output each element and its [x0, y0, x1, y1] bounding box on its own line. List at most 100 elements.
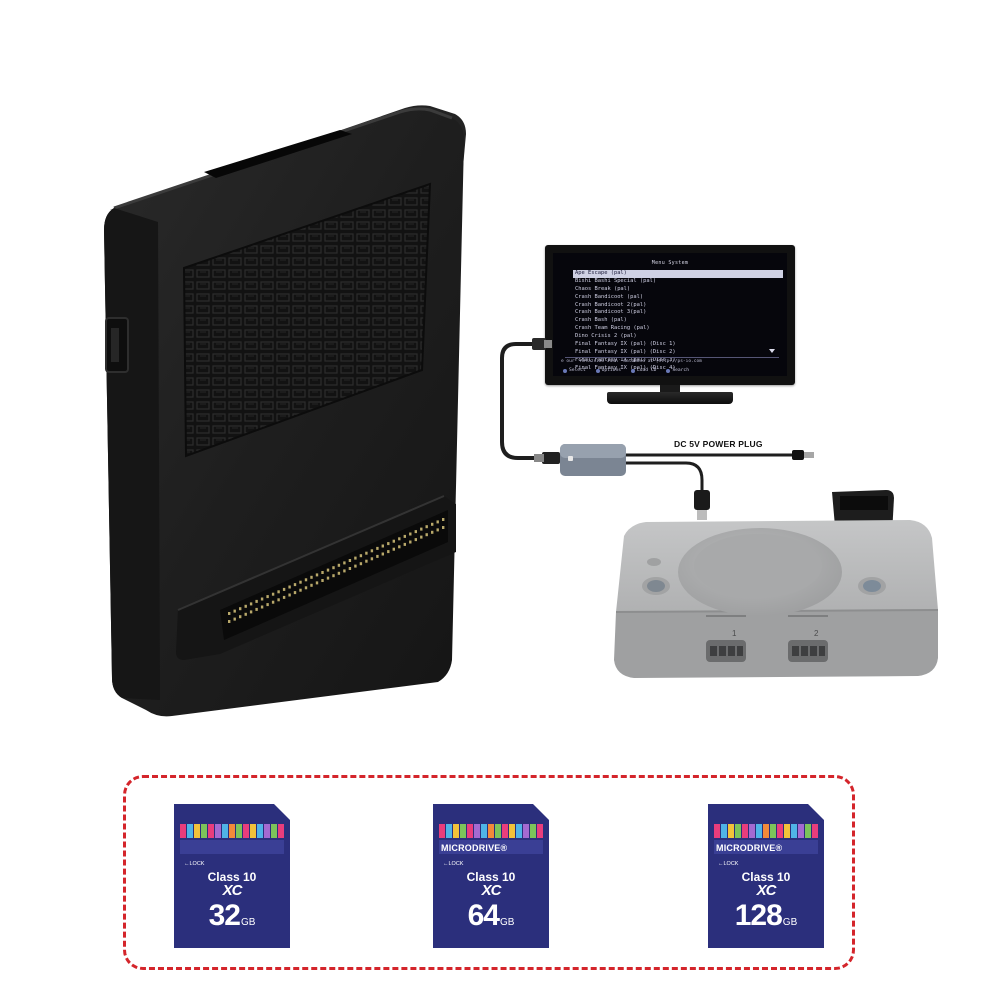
connector-pin	[348, 559, 352, 562]
control-select: Select	[563, 368, 586, 373]
sd-capacity: 128GB	[706, 899, 826, 933]
tv-stand-base	[607, 392, 733, 404]
connector-pin	[381, 552, 384, 556]
game-list-item[interactable]: Crash Bandicoot 2(pal)	[575, 301, 647, 308]
connector-pin	[370, 557, 374, 561]
game-list-item[interactable]: Ape Escape (pal)	[573, 270, 783, 278]
connector-pin	[343, 569, 346, 573]
port-2-label: 2	[814, 629, 819, 638]
connector-pin	[431, 530, 434, 534]
menu-title: Menu System	[651, 260, 689, 266]
tv-bezel: Menu System Ape Escape (pal) Bishi Bashi…	[545, 245, 795, 385]
sd-card-32gb[interactable]: ←LOCK Class 10 XC 32GB	[172, 802, 292, 950]
sd-lock-label: ←LOCK	[443, 861, 464, 867]
menu-controls: Select Options Load CD Search	[563, 368, 689, 373]
power-plug-label: DC 5V POWER PLUG	[674, 439, 763, 449]
connector-pin	[260, 605, 264, 609]
menu-footer-ticker: e our 'Anlazsian JIRA' database at [http…	[561, 359, 702, 364]
connector-pin	[277, 590, 280, 594]
sd-card-128gb[interactable]: MICRODRIVE® ←LOCK Class 10 XC 128GB	[706, 802, 826, 950]
connector-pin	[299, 588, 302, 592]
connector-pin	[233, 617, 236, 621]
connector-pin	[239, 615, 242, 619]
connector-pin	[233, 609, 236, 613]
control-load-cd: Load CD	[630, 368, 657, 373]
control-search: Search	[666, 368, 689, 373]
sd-class-label: Class 10	[466, 870, 516, 884]
connector-pin	[436, 528, 439, 532]
game-list-item[interactable]: Dino Crisis 2 (pal)	[575, 333, 637, 340]
connector-pin	[381, 544, 384, 548]
connector-pin	[326, 568, 330, 572]
connector-pin	[228, 612, 231, 615]
button-icon	[630, 368, 635, 373]
connector-pin	[277, 598, 280, 602]
connector-pin	[409, 532, 412, 536]
game-list-item[interactable]: Final Fantasy IX (pal) (Disc 1)	[575, 341, 676, 348]
connector-pin	[244, 604, 247, 608]
connector-pin	[288, 585, 291, 589]
game-list-item[interactable]: Final Fantasy IX (pal) (Disc 3)	[575, 356, 676, 363]
connector-pin	[299, 580, 302, 584]
connector-pin	[420, 535, 423, 539]
sd-class-label: Class 10	[741, 870, 791, 884]
connector-pin	[403, 534, 406, 538]
game-list-item[interactable]: Crash Team Racing (pal)	[575, 325, 650, 332]
connector-pin	[315, 581, 319, 585]
connector-pin	[271, 600, 275, 604]
connector-pin	[293, 591, 297, 595]
control-label: Options	[601, 368, 621, 373]
connector-pin	[398, 545, 401, 549]
sd-card-options-box: ←LOCK Class 10 XC 32GB MICRODRIVE® ←LOCK…	[123, 775, 855, 970]
sd-type-label: XC	[756, 882, 777, 899]
connector-pin	[321, 579, 324, 582]
control-label: Search	[672, 368, 689, 373]
game-list-item[interactable]: Bishi Bashi Special (pal)	[575, 277, 657, 284]
connector-pin	[392, 539, 395, 543]
sd-capacity-number: 32	[208, 899, 241, 932]
connector-pin	[260, 597, 264, 601]
game-list-item[interactable]: Crash Bash (pal)	[575, 317, 627, 324]
connector-pin	[365, 559, 368, 563]
connector-pin	[266, 603, 269, 607]
game-list-item[interactable]: Final Fantasy IX (pal) (Disc 2)	[575, 348, 676, 355]
connector-pin	[370, 549, 374, 553]
game-list-item[interactable]: Chaos Break (pal)	[575, 285, 631, 292]
connector-pin	[392, 547, 395, 551]
connector-pin	[249, 602, 253, 606]
tv-screen: Menu System Ape Escape (pal) Bishi Bashi…	[553, 253, 787, 376]
menu-divider	[565, 357, 779, 358]
connector-pin	[409, 540, 412, 544]
connector-pin	[425, 525, 428, 529]
connector-pin	[304, 586, 308, 590]
sd-card-shape	[708, 804, 824, 948]
game-list-item[interactable]: Crash Bandicoot 3(pal)	[575, 309, 647, 316]
game-list-item[interactable]: Crash Bandicoot (pal)	[575, 293, 644, 300]
button-icon	[563, 368, 567, 373]
port-1-label: 1	[732, 629, 737, 638]
game-list: Ape Escape (pal) Bishi Bashi Special (pa…	[573, 270, 783, 373]
sd-capacity-unit: GB	[499, 917, 515, 928]
connector-pin	[387, 542, 390, 546]
sd-lock-label: ←LOCK	[718, 861, 739, 867]
sd-type-label: XC	[222, 882, 243, 899]
connector-pin	[315, 573, 319, 577]
tv-monitor: Menu System Ape Escape (pal) Bishi Bashi…	[545, 245, 795, 410]
control-label: Load CD	[636, 368, 657, 373]
connector-pin	[337, 563, 341, 567]
connector-pin	[436, 520, 439, 524]
connector-pin	[442, 518, 445, 521]
sd-card-64gb[interactable]: MICRODRIVE® ←LOCK Class 10 XC 64GB	[431, 802, 551, 950]
connector-pin	[271, 592, 275, 596]
sd-capacity-number: 128	[734, 899, 783, 932]
sd-brand: MICRODRIVE®	[716, 843, 783, 853]
connector-pin	[425, 533, 428, 537]
connector-pin	[244, 612, 247, 616]
connector-pin	[403, 542, 406, 546]
connector-pin	[442, 526, 445, 529]
connector-pin	[420, 527, 423, 531]
scroll-down-icon[interactable]	[769, 349, 775, 353]
control-options: Options	[595, 368, 621, 373]
connector-pin	[255, 607, 258, 611]
game-list-item[interactable]: Final Fantasy IX (pal) (Disc 4)	[575, 364, 676, 371]
